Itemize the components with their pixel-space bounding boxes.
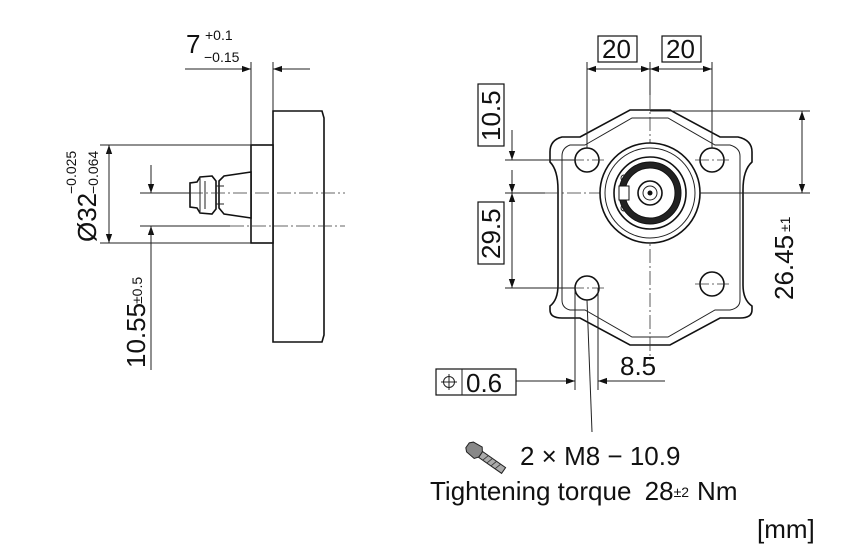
shaft-nut-icon bbox=[189, 175, 217, 215]
left-vertical-dimensions: 10.5 29.5 bbox=[476, 83, 575, 289]
upper-vertical-dim: 10.5 bbox=[476, 90, 506, 141]
diameter-dim-lower-tol: −0.064 bbox=[85, 151, 101, 194]
width-dim-lower-tol: −0.15 bbox=[204, 49, 240, 65]
position-tolerance-frame: 0.6 bbox=[435, 368, 517, 398]
top-right-dim: 20 bbox=[666, 34, 695, 64]
central-boss bbox=[599, 142, 701, 244]
diameter-dim-upper-tol: −0.025 bbox=[63, 151, 79, 194]
offset-dim-nominal: 10.55 bbox=[121, 303, 151, 368]
lower-vertical-dim: 29.5 bbox=[476, 208, 506, 259]
offset-dimension: 10.55 ±0.5 bbox=[121, 165, 230, 370]
width-dimension: 7 +0.1 −0.15 bbox=[185, 27, 310, 145]
shaft-body bbox=[218, 171, 252, 219]
diameter-dimension: Ø32 −0.025 −0.064 bbox=[63, 144, 251, 244]
top-left-dim: 20 bbox=[602, 34, 631, 64]
right-vertical-dimension: 26.45 ±1 bbox=[650, 110, 810, 300]
bolt-spec: 2 × M8 − 10.9 bbox=[520, 441, 680, 471]
hole-offset-dimension: 8.5 bbox=[516, 288, 665, 390]
width-dim-upper-tol: +0.1 bbox=[205, 27, 233, 43]
diameter-dim-nominal: Ø32 bbox=[72, 193, 102, 242]
offset-dim-tol: ±0.5 bbox=[129, 277, 145, 304]
torque-line: Tightening torque 28±2 Nm bbox=[430, 476, 737, 506]
flange-inner-outline bbox=[561, 117, 741, 338]
position-tolerance-icon bbox=[441, 374, 457, 390]
pilot-hub bbox=[250, 144, 274, 244]
right-vertical-dim-tol: ±1 bbox=[777, 216, 793, 232]
right-vertical-dim-nominal: 26.45 bbox=[769, 235, 799, 300]
torque-label: Tightening torque bbox=[430, 476, 631, 506]
hole-offset-dim: 8.5 bbox=[620, 351, 656, 381]
torque-value: 28 bbox=[645, 476, 674, 506]
width-dim-nominal: 7 bbox=[186, 29, 200, 59]
flange-plate bbox=[272, 110, 325, 343]
torque-unit: Nm bbox=[697, 476, 737, 506]
top-dimensions: 20 20 bbox=[586, 34, 713, 148]
units-label: [mm] bbox=[757, 514, 815, 544]
bolt-icon bbox=[465, 441, 507, 475]
mounting-holes bbox=[570, 147, 729, 301]
front-view: 20 20 10.5 29.5 bbox=[435, 34, 810, 433]
side-view: 7 +0.1 −0.15 Ø32 −0.025 −0.064 10 bbox=[63, 27, 345, 370]
position-tolerance-value: 0.6 bbox=[466, 368, 502, 398]
bolt-note: 2 × M8 − 10.9 Tightening torque 28±2 Nm [… bbox=[430, 441, 815, 544]
torque-tol: ±2 bbox=[674, 484, 690, 500]
bolt-leader-line bbox=[586, 299, 593, 433]
